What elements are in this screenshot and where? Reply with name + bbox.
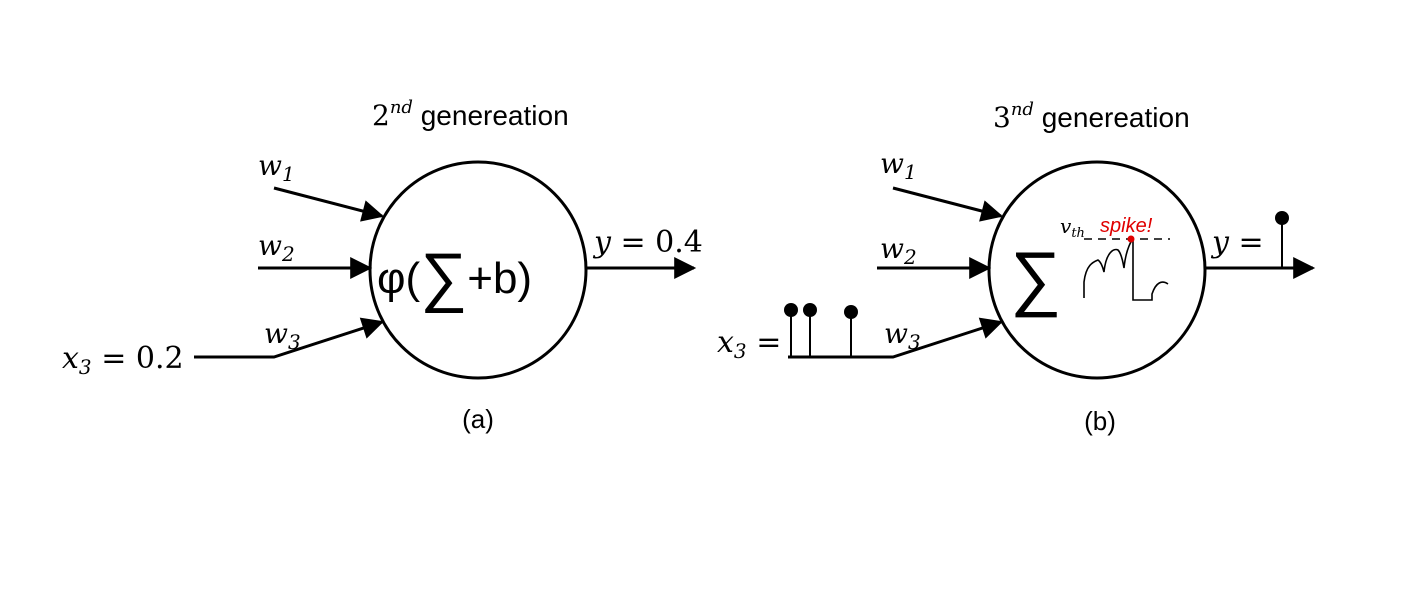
label-a-w2: w2 — [258, 229, 295, 266]
label-a-output: y = 0.4 — [592, 225, 703, 260]
input-b-w3-arrow — [788, 317, 1004, 359]
label-b-output: y = — [1210, 225, 1264, 260]
panel-b-title: 3nd genereation — [993, 99, 1190, 134]
label-b-w2: w2 — [880, 232, 917, 269]
panel-a-title: 2nd genereation — [372, 97, 569, 132]
input-b-w1-arrow — [892, 186, 1004, 222]
input-a-w3-arrow — [194, 317, 385, 359]
input-spike-2-head — [803, 303, 817, 317]
neuron-b-sigma: ∑ — [1010, 238, 1061, 318]
label-b-w1: w1 — [880, 147, 917, 184]
label-b-w3: w3 — [884, 317, 921, 354]
output-spike-head — [1275, 211, 1289, 225]
input-spike-3-head — [844, 305, 858, 319]
label-vth: vth — [1060, 214, 1085, 241]
label-a-x3: x3 = 0.2 — [62, 341, 184, 379]
caption-a: (a) — [462, 404, 494, 434]
panel-b: 3nd genereation ∑ vth spike! w1 w2 w3 — [717, 99, 1316, 436]
label-a-w1: w1 — [258, 149, 295, 186]
membrane-trace — [1083, 237, 1169, 301]
input-spike-1-head — [784, 303, 798, 317]
input-a-w1-arrow — [273, 186, 385, 222]
caption-b: (b) — [1084, 406, 1116, 436]
panel-a: 2nd genereation φ(∑+b) w1 w2 w3 x3 = 0.2… — [62, 97, 703, 434]
spike-dot — [1127, 235, 1135, 243]
spike-label: spike! — [1100, 215, 1153, 237]
input-spike-train — [784, 303, 858, 357]
label-a-w3: w3 — [264, 317, 301, 354]
label-b-x3: x3 = — [717, 325, 781, 363]
neuron-a-expression: φ(∑+b) — [377, 239, 532, 313]
